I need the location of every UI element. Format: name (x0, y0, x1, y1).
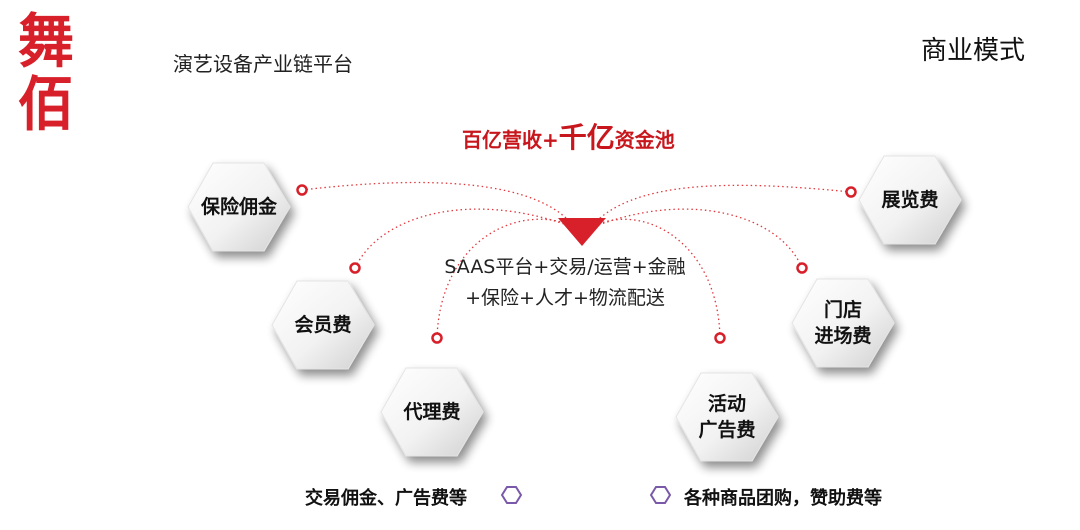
hex-label-agency-text: 代理费 (403, 401, 461, 423)
footnote-right: 各种商品团购，赞助费等 (684, 488, 882, 509)
center-description: SAAS平台+交易/运营+金融 +保险+人才+物流配送 (420, 252, 710, 314)
hex-event (675, 372, 779, 462)
center-line-2: +保险+人才+物流配送 (465, 287, 665, 309)
headline-part-fund-pool: 资金池 (614, 128, 675, 152)
hex-insurance (187, 162, 291, 252)
dot-store (796, 262, 808, 274)
dot-insurance (296, 184, 308, 196)
hex-label-agency: 代理费 (403, 399, 460, 425)
logo-mark: 舞佰 (18, 7, 74, 140)
connector-membership (354, 208, 571, 269)
hex-membership (271, 280, 375, 370)
logo-subtitle: 演艺设备产业链平台 (173, 52, 353, 76)
bullet-hex-icon-right (649, 486, 672, 504)
bullet-hex-icon-left (500, 486, 523, 504)
connector-exhibition (589, 184, 852, 229)
headline-part-revenue: 百亿营收+ (462, 128, 559, 152)
footnote-left: 交易佣金、广告费等 (305, 488, 467, 509)
connector-agency (436, 218, 579, 339)
connector-lines (301, 181, 852, 339)
dot-exhibition (845, 186, 857, 198)
hex-store (791, 278, 895, 368)
hex-label-exhibition-text: 展览费 (881, 189, 939, 211)
center-line-1: SAAS平台+交易/运营+金融 (444, 256, 686, 278)
dot-event (714, 332, 726, 344)
connector-insurance (301, 181, 576, 229)
hex-label-membership-text: 会员费 (294, 314, 352, 336)
hex-agency (380, 367, 484, 457)
hex-label-membership: 会员费 (294, 312, 351, 338)
hex-label-exhibition: 展览费 (881, 187, 938, 213)
hex-label-event-line-2: 广告费 (698, 419, 756, 441)
hex-label-store-line-2: 进场费 (814, 325, 872, 347)
center-triangle-icon (558, 218, 606, 246)
headline-part-emphasis: 千亿 (558, 121, 615, 154)
hex-label-store-line-1: 门店 (823, 299, 863, 321)
hex-label-store: 门店 进场费 (814, 297, 871, 349)
hex-label-insurance: 保险佣金 (201, 194, 277, 220)
hex-label-event-line-1: 活动 (707, 393, 747, 415)
hex-exhibition (858, 155, 962, 245)
hex-label-event: 活动 广告费 (698, 391, 755, 443)
hex-label-insurance-text: 保险佣金 (200, 196, 278, 218)
page-title: 商业模式 (920, 36, 1025, 66)
dot-membership (349, 262, 361, 274)
dot-agency (431, 332, 443, 344)
connector-dots (296, 184, 857, 344)
headline: 百亿营收+千亿资金池 (462, 116, 675, 156)
